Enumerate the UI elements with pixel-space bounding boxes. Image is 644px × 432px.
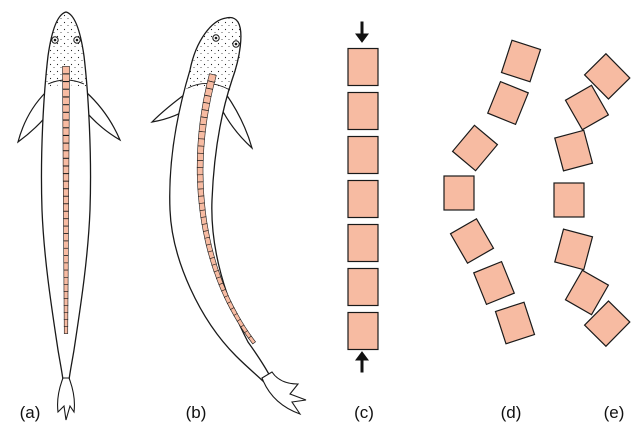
fish-vertebra <box>64 313 68 320</box>
block-column-c <box>348 49 378 350</box>
vertebra-block <box>348 93 378 130</box>
fish-b-pupil-right <box>235 43 238 46</box>
fish-vertebra <box>248 336 255 344</box>
vertebra-block <box>474 262 515 305</box>
fish-vertebra <box>198 139 205 147</box>
panel-c <box>348 22 378 372</box>
panel-a <box>18 12 120 420</box>
fish-vertebra <box>201 110 209 118</box>
fish-vertebra <box>198 196 204 204</box>
fish-vertebra <box>63 181 69 188</box>
fish-vertebra <box>63 151 69 158</box>
fish-vertebra <box>64 320 68 327</box>
fish-vertebra <box>63 90 70 97</box>
fish-vertebra <box>64 219 69 226</box>
fish-vertebra <box>63 159 69 166</box>
fish-vertebra <box>63 82 70 89</box>
vertebra-block <box>348 49 378 86</box>
fish-a-pupil-left <box>54 39 57 42</box>
panel-b <box>152 18 306 415</box>
fish-vertebra <box>197 175 203 182</box>
fish-vertebra <box>198 189 204 197</box>
fish-vertebra <box>63 174 69 181</box>
fish-vertebra <box>64 284 68 291</box>
fish-vertebra <box>63 189 68 196</box>
fish-vertebra <box>63 74 70 81</box>
vertebra-block <box>555 130 593 171</box>
fish-vertebra <box>197 160 203 167</box>
fish-vertebra <box>63 66 70 73</box>
panel-d-label: (d) <box>501 403 522 423</box>
fish-vertebra <box>198 182 204 189</box>
vertebra-block <box>495 302 534 344</box>
fish-vertebra <box>64 299 68 306</box>
vertebra-block <box>488 82 529 125</box>
fish-vertebra <box>63 196 68 203</box>
fish-vertebra <box>64 248 69 255</box>
vertebra-block <box>444 176 474 210</box>
fish-vertebra <box>197 168 203 175</box>
fish-b-tail-fin <box>262 372 306 414</box>
fish-vertebra <box>202 102 210 110</box>
fish-vertebra <box>64 234 69 241</box>
vertebra-block <box>554 183 584 217</box>
fish-vertebra <box>64 263 68 270</box>
vertebra-block <box>555 229 593 270</box>
panel-e-label: (e) <box>604 403 625 423</box>
fish-vertebra <box>63 97 70 104</box>
fish-vertebra <box>199 203 205 211</box>
compression-arrow-top <box>356 22 368 42</box>
fish-vertebra <box>63 211 68 218</box>
fish-vertebra <box>198 131 205 139</box>
fish-vertebra <box>199 124 206 132</box>
compression-arrow-bottom <box>356 352 368 372</box>
fish-vertebra <box>63 166 69 173</box>
fish-vertebra <box>63 136 69 143</box>
fish-b-pupil-left <box>215 37 218 40</box>
fish-vertebra <box>64 277 68 284</box>
fish-vertebra <box>64 326 68 333</box>
vertebra-block <box>501 40 540 82</box>
vertebra-block <box>348 313 378 350</box>
fish-vertebra <box>63 128 69 135</box>
vertebra-block <box>453 125 498 170</box>
vertebra-block <box>348 269 378 306</box>
fish-vertebra <box>64 306 68 313</box>
vertebra-block <box>348 137 378 174</box>
fish-vertebra <box>63 204 68 211</box>
fish-vertebra <box>63 113 69 120</box>
fish-a-pupil-right <box>76 39 79 42</box>
fish-vertebra <box>64 270 68 277</box>
fish-vertebra <box>63 120 69 127</box>
vertebra-block <box>451 219 494 263</box>
fish-vertebra <box>200 210 206 218</box>
panel-c-label: (c) <box>354 403 374 423</box>
fish-vertebra <box>63 105 70 112</box>
fish-a-tail-fin <box>58 378 75 420</box>
fish-vertebra <box>64 256 69 263</box>
fish-vertebra <box>197 146 203 154</box>
fish-vertebra <box>64 241 69 248</box>
fish-vertebra <box>64 292 68 299</box>
block-column-e <box>554 54 630 346</box>
panel-a-label: (a) <box>20 403 41 423</box>
vertebra-block <box>348 225 378 262</box>
fish-vertebra <box>197 153 203 160</box>
fish-vertebra <box>64 226 69 233</box>
fish-vertebra <box>200 117 207 125</box>
vertebra-block <box>348 181 378 218</box>
block-column-d <box>444 40 541 344</box>
fish-vertebra <box>63 143 69 150</box>
panel-b-label: (b) <box>186 403 207 423</box>
